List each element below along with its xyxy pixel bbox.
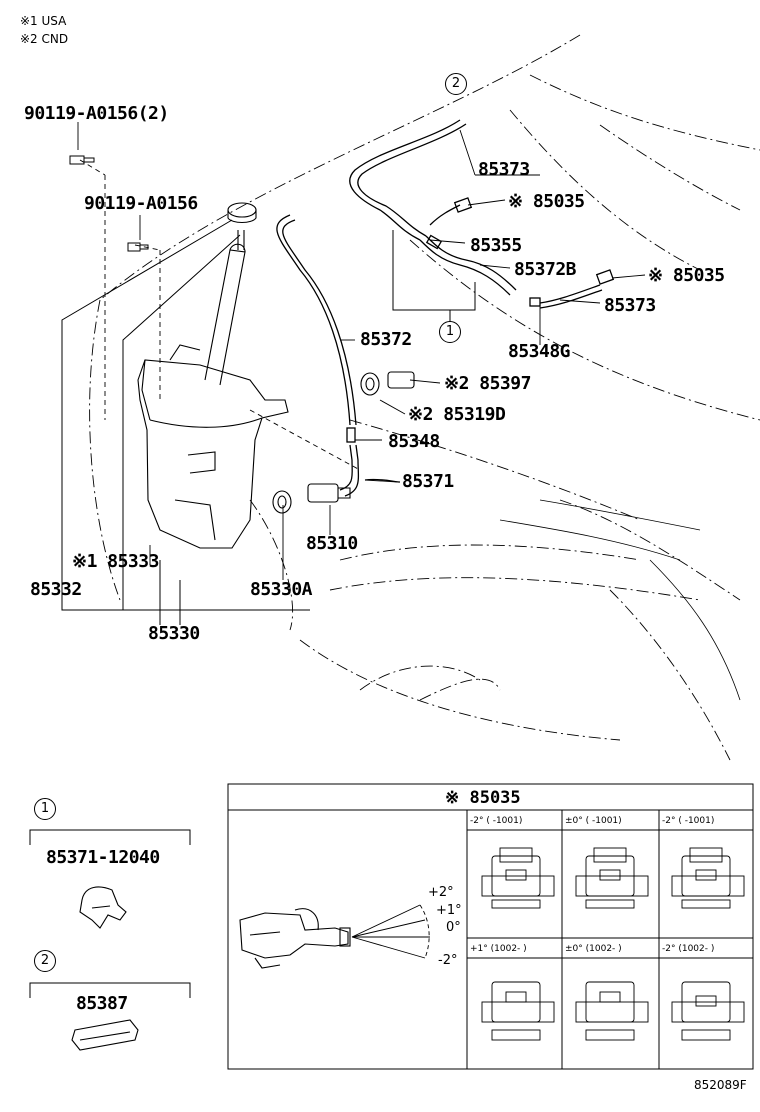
table-cell-r1c2: ±0° ( -1001) (565, 816, 622, 826)
nozzle-cell-icons (481, 847, 745, 1041)
callout-85035-lower[interactable]: ※ 85035 (648, 265, 725, 286)
table-85035-title: ※ 85035 (445, 788, 521, 808)
callout-85348g[interactable]: 85348G (508, 341, 571, 362)
callout-90119-a0156[interactable]: 90119-A0156 (84, 193, 198, 214)
detail-brackets (29, 829, 191, 998)
tank-group-brackets (61, 219, 310, 625)
angle-label-plus1: +1° (436, 903, 462, 918)
table-cell-r2c3: -2° (1002- ) (662, 944, 715, 954)
callout-90119-a0156-2[interactable]: 90119-A0156(2) (24, 103, 169, 124)
nozzle-table-frame (227, 783, 754, 1070)
detail-1-marker[interactable]: 1 (34, 798, 56, 820)
note-cnd: ※2 CND (20, 32, 69, 46)
washer-tank (137, 202, 289, 549)
callout-85348[interactable]: 85348 (388, 431, 440, 452)
callout-85332[interactable]: 85332 (30, 579, 82, 600)
table-cell-r1c3: -2° ( -1001) (662, 816, 715, 826)
callout-85310[interactable]: 85310 (306, 533, 358, 554)
callout-85355[interactable]: 85355 (470, 235, 522, 256)
callout-85333[interactable]: ※1 85333 (72, 551, 159, 572)
callout-85035-upper[interactable]: ※ 85035 (508, 191, 585, 212)
table-cell-r2c2: ±0° (1002- ) (565, 944, 622, 954)
callout-85372[interactable]: 85372 (360, 329, 412, 350)
table-cell-r2c1: +1° (1002- ) (470, 944, 527, 954)
nozzle-drawing (239, 908, 351, 969)
angle-label-zero: 0° (446, 920, 461, 935)
circle-ref-2[interactable]: 2 (445, 73, 467, 95)
bolts (69, 155, 149, 252)
callout-85373-lower[interactable]: 85373 (604, 295, 656, 316)
table-cell-r1c1: -2° ( -1001) (470, 816, 523, 826)
pump-assembly (272, 371, 415, 514)
vehicle-solid-lines (499, 499, 741, 701)
callout-85371[interactable]: 85371 (402, 471, 454, 492)
detail-2-marker[interactable]: 2 (34, 950, 56, 972)
angle-label-minus2: -2° (438, 953, 458, 968)
detail-2-part-number[interactable]: 85387 (76, 993, 128, 1014)
callout-85373-upper[interactable]: 85373 (478, 159, 530, 180)
callout-85372b[interactable]: 85372B (514, 259, 577, 280)
circle1-bracket (392, 230, 476, 322)
angle-label-plus2: +2° (428, 885, 454, 900)
circle-ref-1[interactable]: 1 (439, 321, 461, 343)
callout-85319d[interactable]: ※2 85319D (408, 404, 506, 425)
detail-part-drawings (71, 886, 139, 1051)
callout-85330a[interactable]: 85330A (250, 579, 313, 600)
spray-angle-fan (351, 904, 430, 959)
washer-hoses (276, 119, 615, 497)
callout-85397[interactable]: ※2 85397 (444, 373, 531, 394)
vehicle-body-outline (89, 34, 760, 761)
catalog-code: 852089F (694, 1078, 747, 1092)
callout-85330[interactable]: 85330 (148, 623, 200, 644)
detail-1-part-number[interactable]: 85371-12040 (46, 847, 160, 868)
note-usa: ※1 USA (20, 14, 67, 28)
